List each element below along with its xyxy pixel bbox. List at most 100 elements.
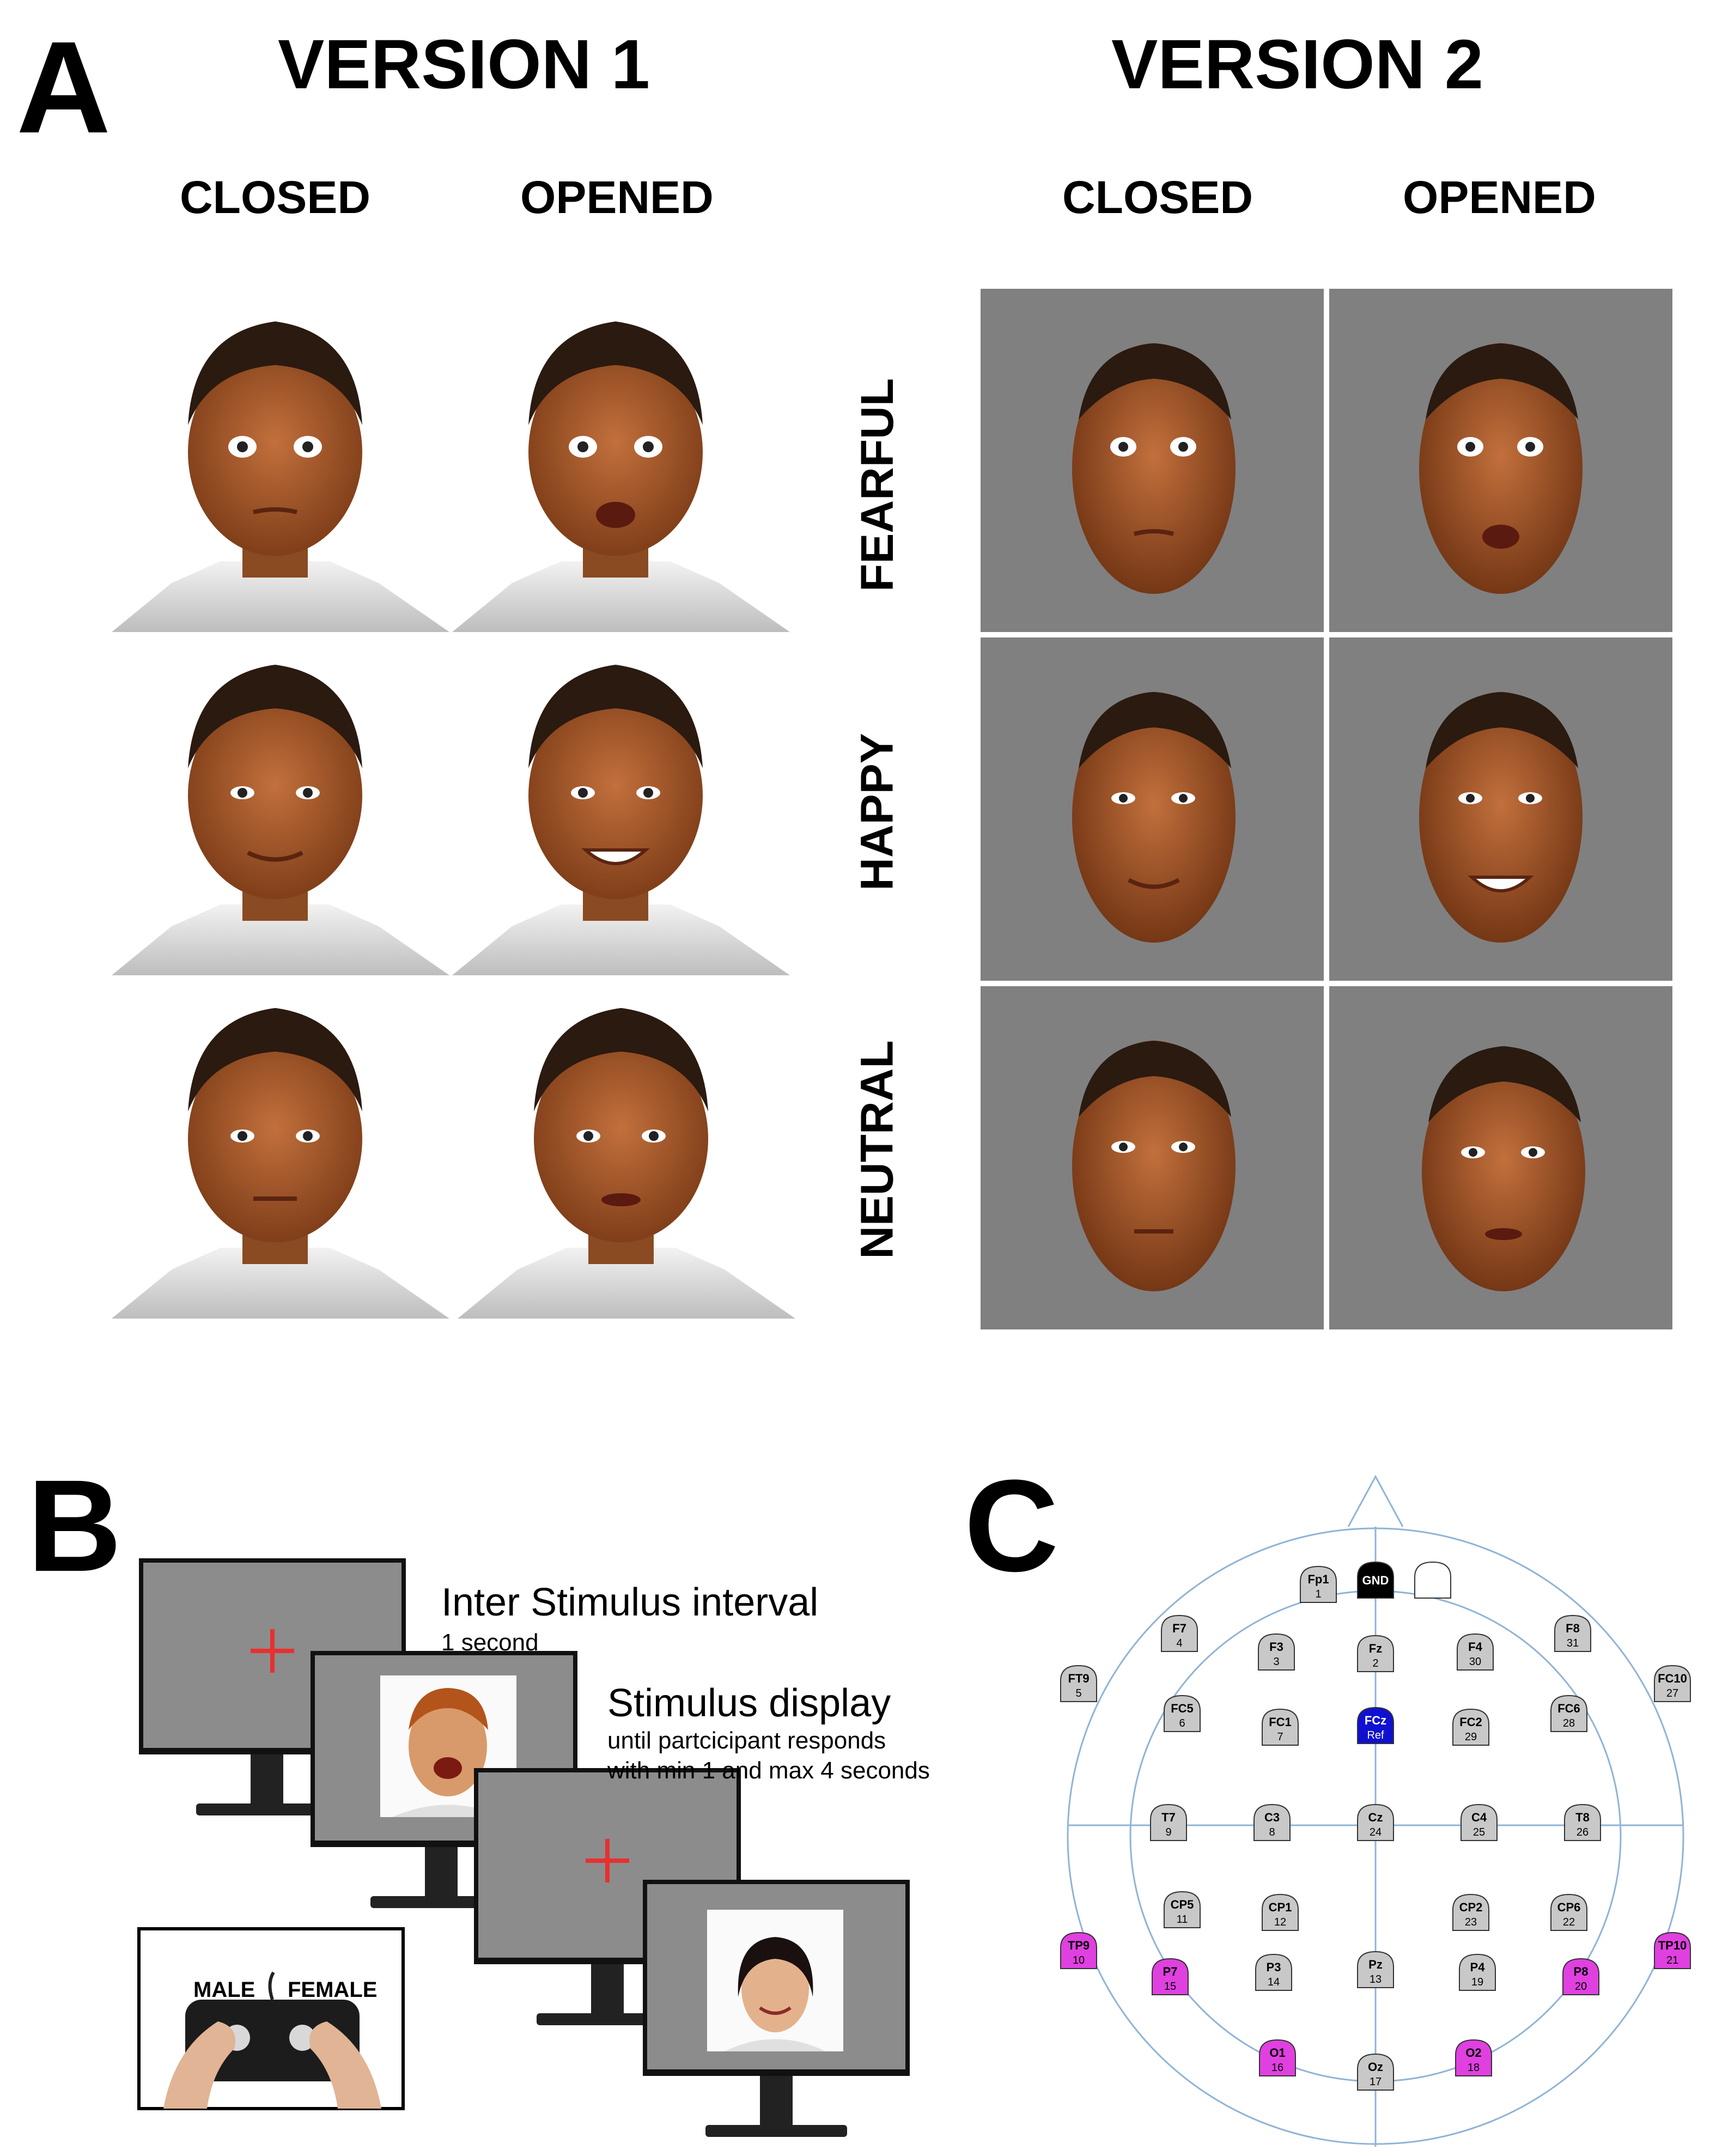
electrode-number: 12 — [1274, 1916, 1286, 1928]
electrode-number: 13 — [1370, 1973, 1382, 1985]
electrode-number: 1 — [1315, 1588, 1321, 1600]
face-photo-neutral-opened — [458, 1008, 795, 1319]
electrode-name: P7 — [1163, 1965, 1178, 1978]
electrode-name: C3 — [1264, 1811, 1280, 1824]
row-label-happy: HAPPY — [851, 733, 903, 891]
electrode-number: 17 — [1370, 2076, 1382, 2088]
electrode-name: P4 — [1470, 1960, 1486, 1974]
stimulus-duration-line-1: until partcicipant responds — [607, 1727, 886, 1754]
electrode-name: FCz — [1365, 1714, 1386, 1727]
electrode-name: Pz — [1368, 1958, 1383, 1971]
electrode-name: FT9 — [1068, 1672, 1089, 1685]
electrode-number: 2 — [1372, 1657, 1378, 1669]
electrode-name: FC2 — [1459, 1715, 1482, 1729]
electrode-name: CP2 — [1459, 1900, 1483, 1914]
electrode-name: Oz — [1368, 2060, 1383, 2074]
oval-face-happy-closed — [981, 637, 1324, 981]
electrode-number: 16 — [1271, 2062, 1283, 2074]
electrode-number: 31 — [1567, 1637, 1579, 1649]
electrode-pz: Pz 13 — [1357, 1951, 1394, 1988]
monitor-stimulus-2 — [643, 1880, 910, 2137]
stimulus-title: Stimulus display — [607, 1681, 891, 1725]
version-1-face-grid — [112, 321, 795, 1319]
v1-opened-header: OPENED — [520, 172, 714, 223]
oval-face-fearful-closed — [981, 289, 1324, 632]
electrode-name: CP5 — [1171, 1898, 1194, 1911]
electrode-number: 21 — [1666, 1954, 1678, 1966]
monitor-stimulus-1 — [311, 1651, 577, 1908]
electrode-gnd: GND — [1357, 1561, 1394, 1599]
face-photo-happy-closed — [112, 665, 449, 975]
isi-title: Inter Stimulus interval — [441, 1581, 819, 1624]
electrode-number: Ref — [1367, 1729, 1384, 1741]
face-photo-happy-opened — [452, 665, 790, 975]
face-photo-neutral-closed — [112, 1008, 449, 1319]
oval-face-neutral-closed — [981, 986, 1324, 1329]
electrode-oz: Oz 17 — [1357, 2053, 1394, 2091]
electrode-c3: C38 — [1253, 1803, 1291, 1841]
electrode-number: 11 — [1177, 1914, 1188, 1926]
electrode-number: 9 — [1165, 1826, 1171, 1838]
electrode-name: Cz — [1368, 1811, 1383, 1824]
electrode-f7: F74 — [1161, 1614, 1198, 1652]
electrode-name: FC10 — [1658, 1672, 1687, 1685]
electrode-fc10: FC10 27 — [1654, 1665, 1691, 1702]
electrode-name: P3 — [1267, 1960, 1281, 1974]
v1-closed-header: CLOSED — [180, 172, 371, 223]
electrode-number: 5 — [1075, 1687, 1081, 1699]
electrode-t7: T79 — [1150, 1803, 1187, 1841]
electrode-name: F7 — [1172, 1621, 1186, 1635]
electrode-name: Fz — [1369, 1642, 1382, 1655]
electrode-number: 22 — [1563, 1916, 1575, 1928]
electrode-number: 15 — [1164, 1981, 1176, 1993]
stimulus-duration-line-2: with min 1 and max 4 seconds — [607, 1757, 930, 1784]
panel-c-letter: C — [964, 1453, 1059, 1599]
electrode-fz: Fz 2 — [1357, 1635, 1394, 1672]
electrode-number: 30 — [1469, 1656, 1481, 1668]
electrode-number: 28 — [1563, 1717, 1575, 1729]
electrode-number: 27 — [1666, 1687, 1678, 1699]
electrode-number: 18 — [1468, 2062, 1480, 2074]
oval-face-happy-opened — [1329, 637, 1672, 981]
row-label-fearful: FEARFUL — [851, 378, 903, 592]
electrode-number: 14 — [1268, 1976, 1280, 1988]
male-response-label: MALE — [193, 1978, 255, 2002]
face-photo-fearful-opened — [452, 321, 790, 632]
electrode-name: TP9 — [1068, 1939, 1090, 1952]
experiment-procedure-diagram — [137, 1558, 910, 2137]
electrode-name: Fp1 — [1307, 1572, 1329, 1586]
panel-b-letter: B — [27, 1453, 122, 1599]
electrode-name: T8 — [1575, 1811, 1590, 1824]
electrode-name: O1 — [1269, 2046, 1285, 2060]
electrode-name: FC6 — [1557, 1702, 1580, 1715]
electrode-f3: F33 — [1258, 1633, 1295, 1671]
electrode-name: F3 — [1269, 1640, 1283, 1654]
electrode-unlabeled — [1414, 1561, 1451, 1599]
electrode-number: 19 — [1471, 1976, 1483, 1988]
oval-face-fearful-opened — [1329, 289, 1672, 632]
electrode-number: 25 — [1473, 1826, 1485, 1838]
electrode-name: CP1 — [1269, 1900, 1292, 1914]
row-label-neutral: NEUTRAL — [851, 1040, 903, 1259]
response-box-inset — [137, 1927, 405, 2110]
